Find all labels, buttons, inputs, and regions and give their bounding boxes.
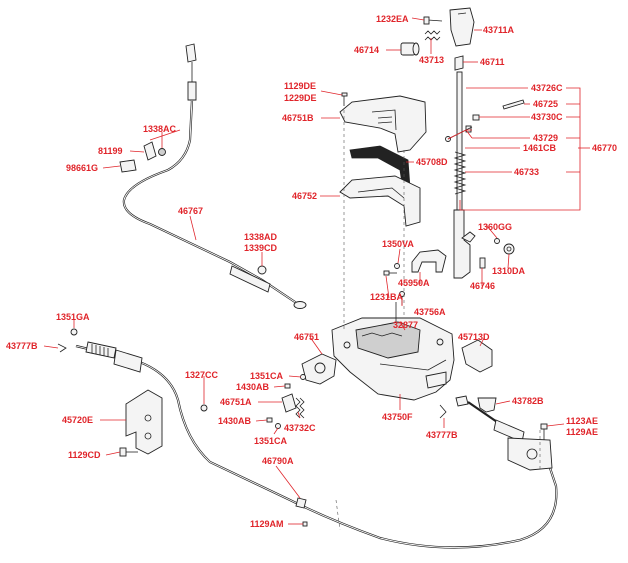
label-46767: 46767	[178, 206, 203, 216]
label-98661G: 98661G	[66, 163, 98, 173]
cable-bracket-45713D	[461, 339, 493, 373]
cable-clip-43782B	[477, 397, 497, 413]
label-46714: 46714	[354, 45, 379, 55]
knob-screw	[423, 16, 443, 25]
detent-parts	[445, 114, 480, 142]
label-43729: 43729	[533, 133, 558, 143]
label-46751B: 46751B	[282, 113, 314, 123]
shift-knob	[449, 7, 475, 47]
label-46711: 46711	[480, 57, 505, 67]
label-1351CA-top: 1351CA	[250, 371, 284, 381]
lever-collar	[454, 55, 464, 71]
label-43782B: 43782B	[512, 396, 544, 406]
label-1129AE: 1129AE	[566, 427, 598, 437]
slide-plate	[339, 175, 421, 227]
label-45720E: 45720E	[62, 415, 93, 425]
label-1461CB: 1461CB	[523, 143, 557, 153]
label-43730C: 43730C	[531, 112, 563, 122]
bracket-bolts	[383, 263, 400, 276]
return-spring	[295, 397, 305, 419]
label-43750F: 43750F	[382, 412, 413, 422]
cable-clips-upper	[119, 141, 166, 173]
knob-button	[400, 42, 420, 56]
label-46752: 46752	[292, 191, 317, 201]
label-43777B-right: 43777B	[426, 430, 458, 440]
label-1338AC: 1338AC	[143, 124, 177, 134]
label-1129AM: 1129AM	[250, 519, 284, 529]
label-45713D: 45713D	[458, 332, 490, 342]
label-1231BA: 1231BA	[370, 292, 404, 302]
cable-clip-43777B-right	[439, 404, 447, 419]
label-46751A: 46751A	[220, 397, 252, 407]
label-43777B-left: 43777B	[6, 341, 38, 351]
lever-pin	[502, 99, 525, 110]
cover-bolt	[341, 92, 348, 106]
label-1351GA: 1351GA	[56, 312, 90, 322]
detent-bracket	[411, 249, 447, 273]
label-43713: 43713	[419, 55, 444, 65]
label-1129DE: 1129DE	[284, 81, 316, 91]
label-1350VA: 1350VA	[382, 239, 414, 249]
indicator-cover	[339, 95, 427, 153]
cable-46767	[122, 43, 307, 309]
knob-spring	[424, 30, 441, 41]
label-1338AD: 1338AD	[244, 232, 278, 242]
label-1339CD: 1339CD	[244, 243, 278, 253]
label-1351CA-bottom: 1351CA	[254, 436, 288, 446]
linkage-arm	[281, 353, 337, 413]
label-81199: 81199	[98, 146, 123, 156]
leader-lines	[43, 17, 590, 525]
label-46790A: 46790A	[262, 456, 294, 466]
assembly-guide-lines	[335, 110, 541, 531]
label-46733: 46733	[514, 167, 539, 177]
label-32877: 32877	[393, 320, 418, 330]
label-46725: 46725	[533, 99, 558, 109]
lever-nut	[479, 238, 515, 269]
label-1360GG: 1360GG	[478, 222, 512, 232]
label-1232EA: 1232EA	[376, 14, 409, 24]
label-45950A: 45950A	[398, 278, 430, 288]
cable-bracket-45720E	[125, 389, 163, 455]
label-1229DE: 1229DE	[284, 93, 317, 103]
cable-46790A	[75, 341, 558, 549]
label-45708D: 45708D	[416, 157, 448, 167]
label-43756A: 43756A	[414, 307, 446, 317]
part-labels: 1232EA 43711A 46714 43713 46711 1129DE 1…	[6, 14, 617, 529]
label-1430AB-top: 1430AB	[236, 382, 270, 392]
label-46770: 46770	[592, 143, 617, 153]
lever-spring	[453, 151, 467, 195]
label-43711A: 43711A	[483, 25, 515, 35]
label-43732C: 43732C	[284, 423, 316, 433]
lower-small-parts	[57, 328, 308, 527]
label-1310DA: 1310DA	[492, 266, 526, 276]
label-1327CC: 1327CC	[185, 370, 219, 380]
label-1123AE: 1123AE	[566, 416, 598, 426]
label-46746: 46746	[470, 281, 495, 291]
label-1430AB-bottom: 1430AB	[218, 416, 252, 426]
shifter-base	[331, 302, 455, 401]
label-46751: 46751	[294, 332, 319, 342]
label-43726C: 43726C	[531, 83, 563, 93]
label-1129CD: 1129CD	[68, 450, 101, 460]
shift-lever	[453, 71, 476, 279]
